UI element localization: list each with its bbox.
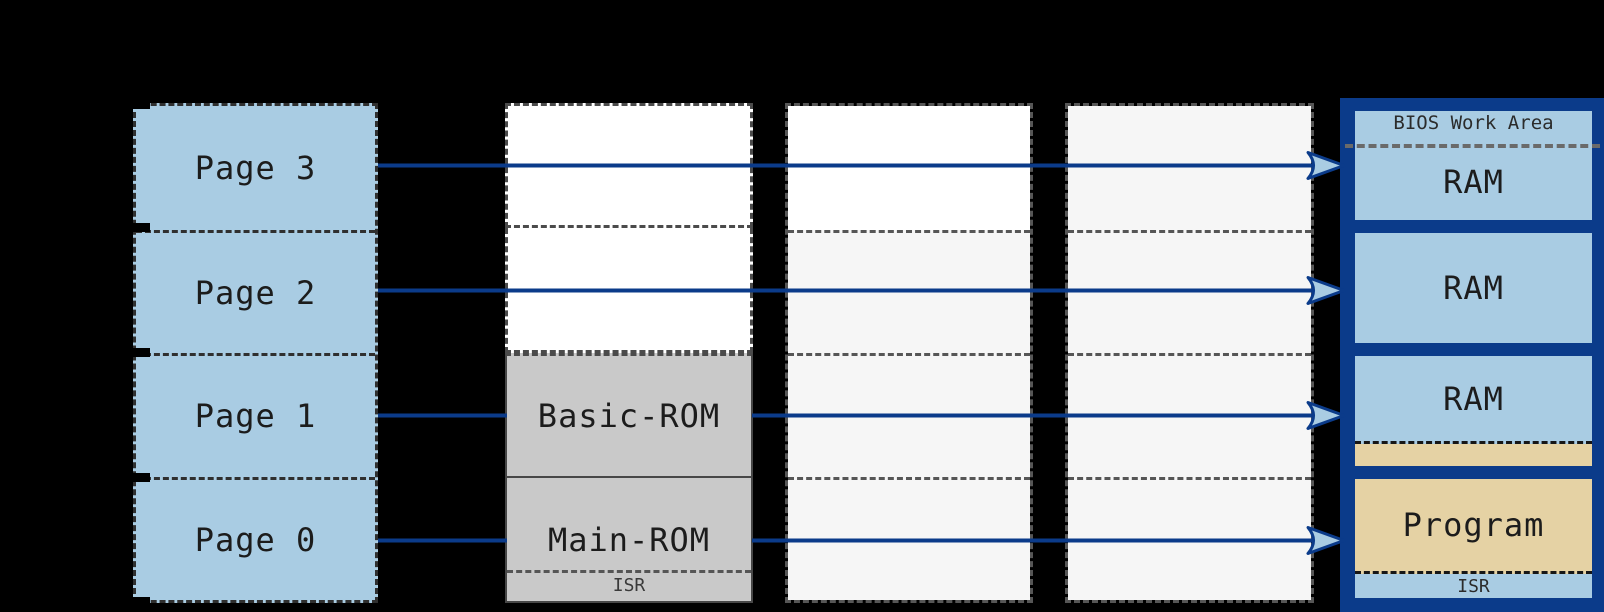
ram-box-page1: RAM — [1355, 356, 1592, 466]
page-box-2: Page 2 — [136, 229, 375, 354]
main-rom-label: Main-ROM — [547, 520, 711, 559]
program-label: Program — [1402, 506, 1545, 544]
empty-slot-box — [788, 229, 1030, 353]
isr-separator-line — [507, 570, 751, 573]
address-tick — [128, 473, 150, 482]
address-tick — [128, 348, 150, 357]
rom-slot-column: Basic-ROM Main-ROM ISR — [505, 103, 753, 603]
main-rom-box: Main-ROM ISR — [505, 478, 753, 603]
ram-area-page1: RAM — [1355, 356, 1592, 444]
basic-rom-box: Basic-ROM — [505, 353, 753, 478]
empty-slot-box — [1068, 353, 1311, 477]
page-1-label: Page 1 — [194, 397, 317, 436]
rom-slot-empty-box-second — [505, 228, 753, 353]
address-tick — [128, 100, 150, 109]
bios-work-area-separator — [1345, 144, 1600, 148]
ram-box-page3: BIOS Work Area RAM — [1345, 111, 1600, 220]
address-tick — [128, 223, 150, 232]
memory-isr-label: ISR — [1457, 575, 1490, 597]
empty-slot-box — [1068, 476, 1311, 600]
rom-isr-label: ISR — [612, 575, 646, 596]
empty-slot-box — [788, 476, 1030, 600]
cpu-pages-column: Page 3 Page 2 Page 1 Page 0 — [128, 100, 378, 606]
page-2-label: Page 2 — [194, 273, 317, 312]
page-box-1: Page 1 — [136, 353, 375, 477]
empty-slot-box — [1068, 106, 1311, 230]
program-area: Program — [1355, 479, 1592, 574]
program-box-page0: Program ISR — [1355, 479, 1592, 598]
basic-rom-label: Basic-ROM — [537, 397, 721, 435]
program-area-strip — [1355, 444, 1592, 466]
empty-slot-column-2 — [1065, 103, 1314, 603]
rom-slot-empty-box-top — [505, 103, 753, 228]
ram-label-1: RAM — [1443, 163, 1504, 201]
page-box-3: Page 3 — [136, 106, 375, 230]
bios-work-area-label: BIOS Work Area — [1393, 112, 1554, 134]
ram-box-page2: RAM — [1355, 233, 1592, 343]
page-box-0: Page 0 — [136, 476, 375, 601]
empty-slot-box — [788, 353, 1030, 477]
page-0-label: Page 0 — [194, 520, 317, 559]
page-3-label: Page 3 — [194, 148, 317, 187]
empty-slot-column-1 — [785, 103, 1033, 603]
memory-slot-frame: BIOS Work Area RAM RAM RAM Program ISR — [1340, 98, 1604, 612]
address-tick — [128, 597, 150, 606]
empty-slot-box — [788, 106, 1030, 230]
empty-slot-box — [1068, 229, 1311, 353]
ram-label-3: RAM — [1443, 379, 1504, 418]
ram-label-2: RAM — [1443, 269, 1504, 307]
